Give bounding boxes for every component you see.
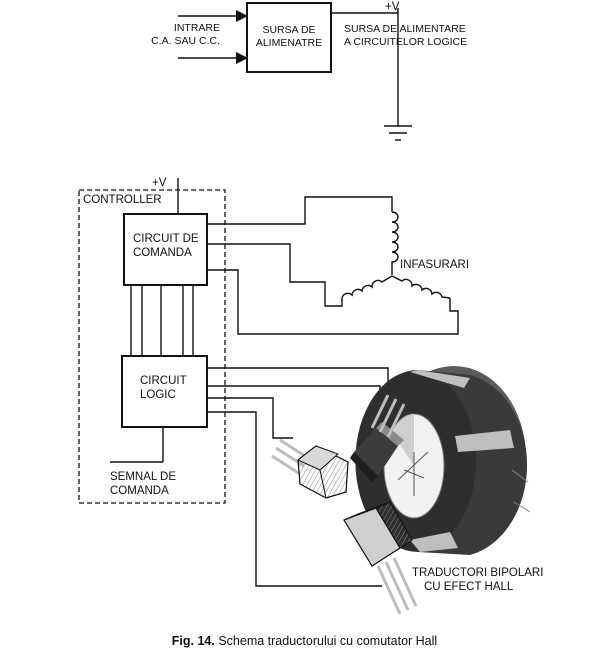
logic-circuit-line-1: CIRCUIT <box>140 375 187 387</box>
rotor-stripe-bottom <box>410 532 458 552</box>
power-supply-box-line-2: ALIMENATRE <box>256 37 322 49</box>
hall-sensor-label-1: TRADUCTORI BIPOLARI <box>412 567 543 579</box>
winding-coil-vertical <box>391 211 399 275</box>
power-supply-box-line-1: SURSA DE <box>262 24 315 36</box>
windings-label: INFASURARI <box>400 259 469 271</box>
hall-sensor-top <box>350 394 406 482</box>
command-signal-line-1: SEMNAL DE <box>110 471 176 483</box>
output-label-2: A CIRCUITELOR LOGICE <box>344 36 467 48</box>
control-bus <box>130 285 194 356</box>
output-voltage: +V <box>385 1 400 13</box>
power-supply-box <box>246 2 332 73</box>
rotor-stripe-right <box>455 430 514 452</box>
rotation-axis-icon <box>397 451 429 496</box>
logic-circuit-box <box>121 355 208 428</box>
figure-caption: Fig. 14. Schema traductorului cu comutat… <box>0 634 609 648</box>
input-label-1: INTRARE <box>174 22 220 34</box>
power-supply-section: INTRARE C.A. SAU C.C. SURSA DE ALIMENATR… <box>151 1 467 141</box>
hall-sensor-label-2: CU EFECT HALL <box>424 581 514 593</box>
winding-coil-right <box>391 275 451 299</box>
hall-sensor-left <box>271 438 349 499</box>
drive-circuit-box <box>123 213 208 286</box>
controller-voltage: +V <box>152 177 167 189</box>
drive-circuit-line-2: COMANDA <box>133 247 192 259</box>
figure-caption-text: Schema traductorului cu comutator Hall <box>218 634 438 648</box>
figure-number: Fig. 14. <box>171 634 215 648</box>
controller-section: CONTROLLER +V CIRCUIT DE COMANDA CIRCUIT… <box>78 177 226 504</box>
controller-title: CONTROLLER <box>83 194 162 206</box>
controller-dashed-border <box>78 189 226 504</box>
windings-section: INFASURARI <box>207 196 469 335</box>
winding-coil-left <box>341 275 393 299</box>
logic-circuit-line-2: LOGIC <box>140 389 176 401</box>
input-label-2: C.A. SAU C.C. <box>151 35 220 47</box>
output-label-1: SURSA DE ALIMENTARE <box>344 23 466 35</box>
ground-icon <box>384 125 412 141</box>
input-arrow-1 <box>236 10 248 22</box>
command-signal-line-2: COMANDA <box>110 485 169 497</box>
rotor-stripe-top <box>410 370 470 388</box>
input-arrow-2 <box>236 52 248 64</box>
hall-sensor-bottom <box>343 501 418 615</box>
drive-circuit-line-1: CIRCUIT DE <box>133 233 199 245</box>
